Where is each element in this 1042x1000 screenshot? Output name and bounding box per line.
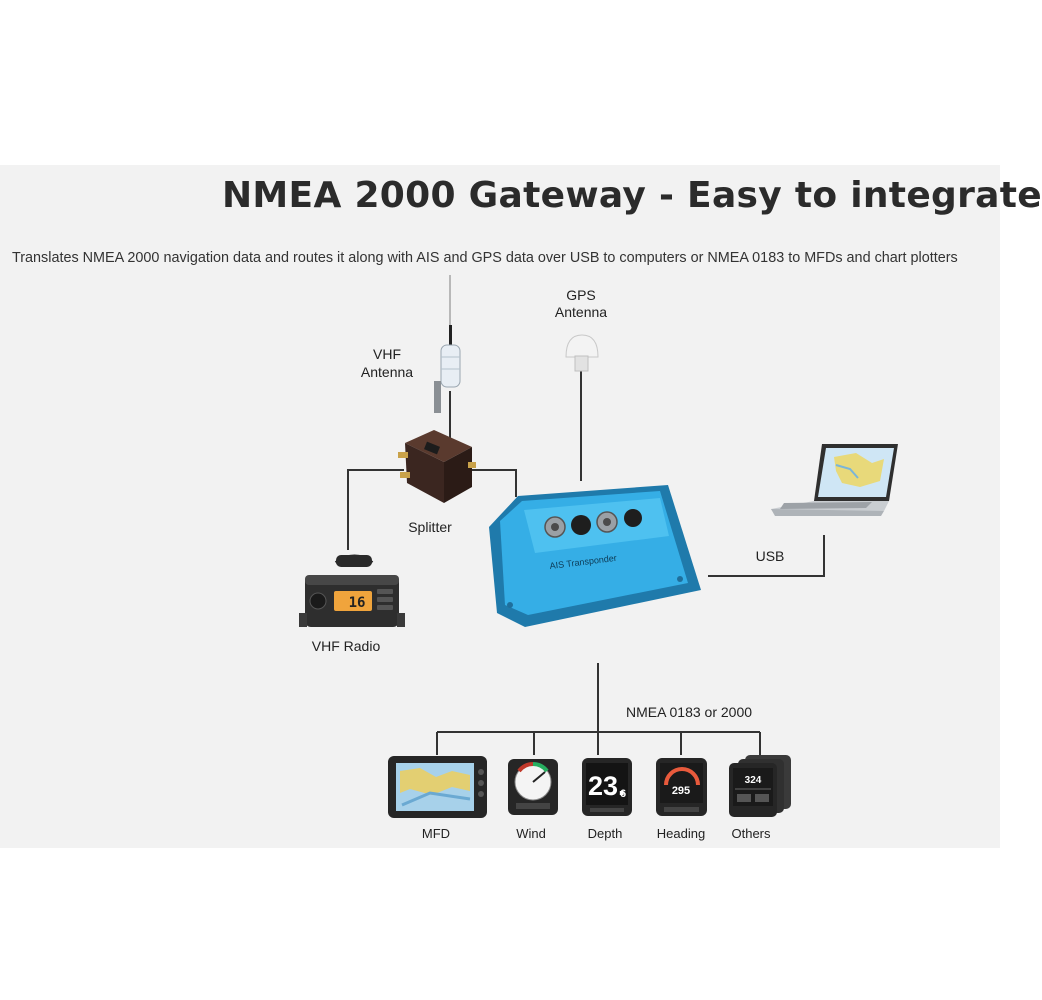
gps-antenna-icon	[565, 334, 599, 372]
instrument-label-mfd: MFD	[422, 826, 450, 841]
vhf-radio-label: VHF Radio	[312, 638, 381, 654]
heading-gauge-icon: 295	[656, 758, 707, 816]
splitter-label: Splitter	[408, 519, 452, 535]
bus-label: NMEA 0183 or 2000	[626, 704, 752, 720]
usb-label: USB	[756, 548, 785, 564]
vhf-radio-icon: 16	[299, 554, 405, 627]
connection-wires	[347, 371, 825, 755]
depth-readout-decimal: 6	[620, 788, 626, 800]
page-title: NMEA 2000 Gateway - Easy to integrate	[222, 175, 1042, 216]
laptop-icon	[771, 444, 898, 516]
heading-readout: 295	[672, 785, 690, 797]
vhf-antenna-icon	[434, 275, 461, 413]
wind-gauge-icon	[508, 759, 558, 815]
vhf-antenna-label-line1: VHF	[373, 346, 401, 362]
ais-transponder-icon: AIS Transponder	[489, 485, 701, 627]
others-readout: 324	[745, 775, 762, 786]
splitter-to-transponder-wire	[472, 469, 517, 497]
instrument-label-others: Others	[731, 826, 771, 841]
instrument-label-heading: Heading	[657, 826, 705, 841]
page-subtitle: Translates NMEA 2000 navigation data and…	[12, 250, 958, 266]
gps-antenna-label-line2: Antenna	[555, 304, 607, 320]
depth-gauge-icon: 23. 6	[582, 758, 632, 816]
others-gauge-icon: 324	[729, 755, 791, 817]
gps-antenna-label-line1: GPS	[566, 287, 596, 303]
mfd-icon	[388, 756, 487, 818]
instrument-label-depth: Depth	[588, 826, 623, 841]
splitter-icon	[398, 430, 476, 503]
usb-wire	[708, 535, 825, 577]
splitter-to-radio-wire	[347, 469, 404, 550]
diagram-panel: NMEA 2000 Gateway - Easy to integrate Tr…	[0, 165, 1042, 848]
vhf-antenna-label-line2: Antenna	[361, 364, 413, 380]
instrument-label-wind: Wind	[516, 826, 546, 841]
radio-channel-readout: 16	[349, 595, 366, 611]
depth-readout: 23.	[588, 771, 626, 801]
integration-diagram: 16 AIS Transponder	[299, 275, 898, 841]
